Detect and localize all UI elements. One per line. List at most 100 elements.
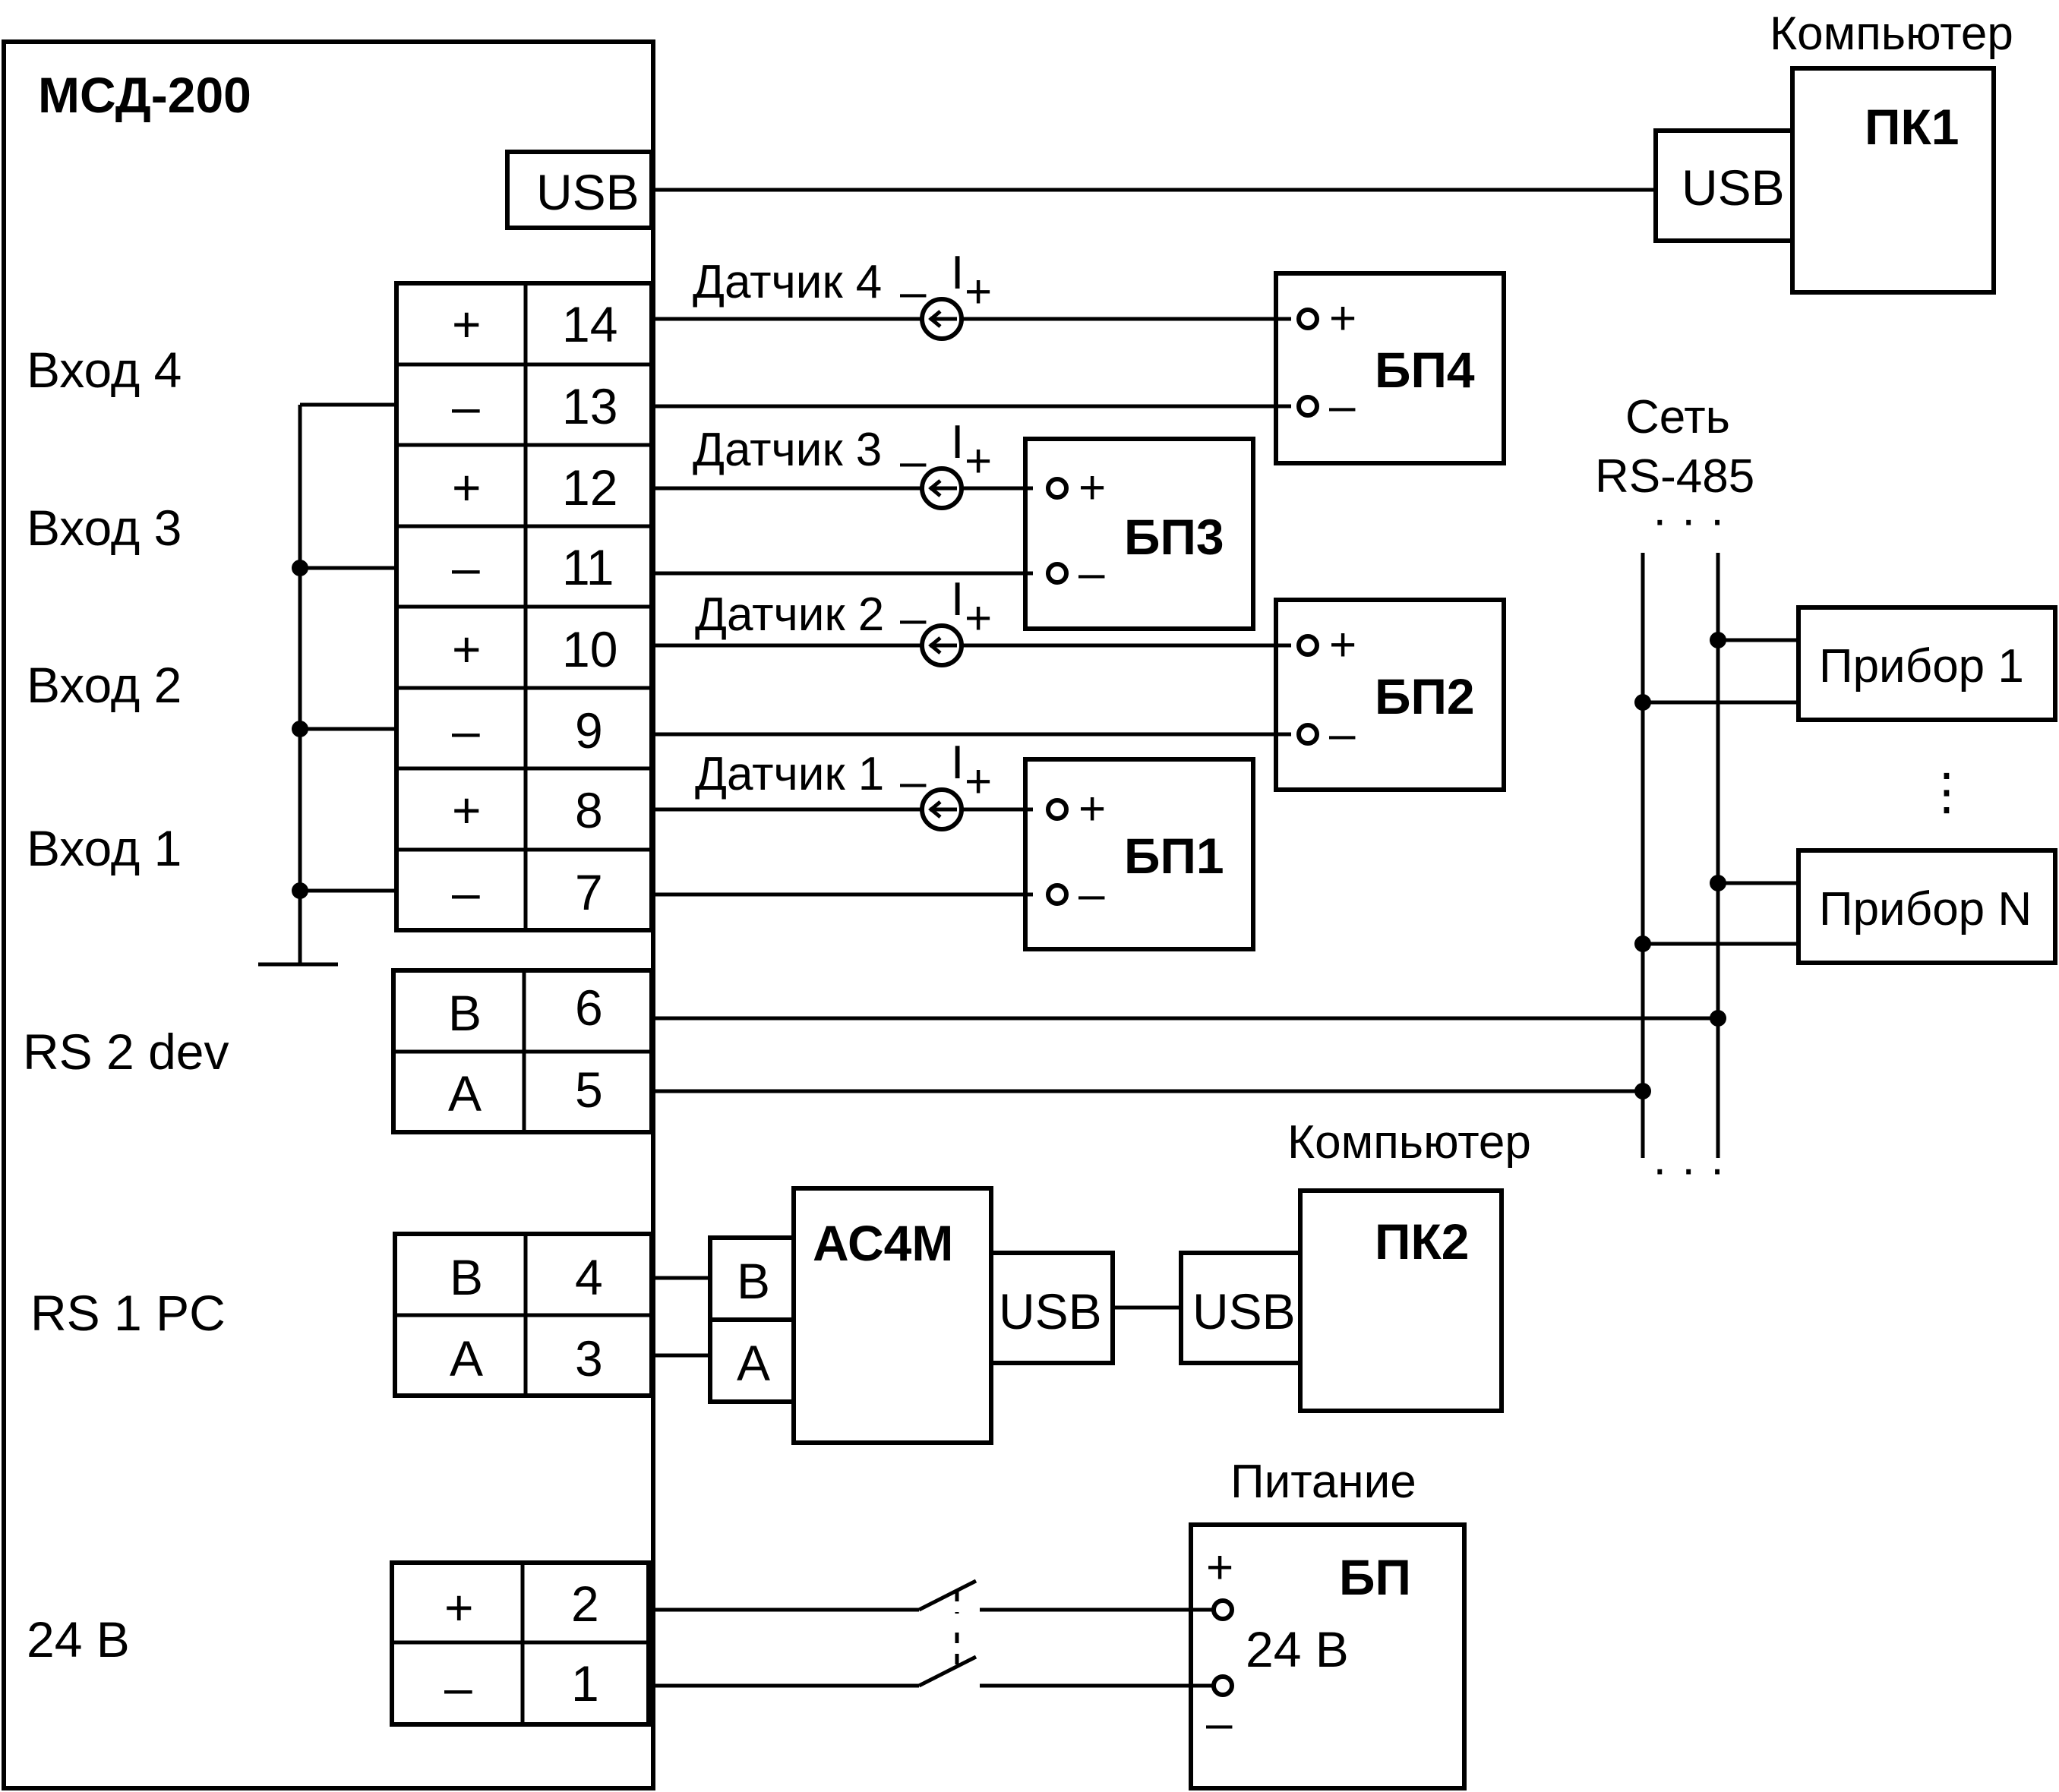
terminal-11: 11 bbox=[562, 539, 614, 595]
common-ground-bus bbox=[258, 402, 396, 967]
device-n-box bbox=[1796, 848, 2057, 965]
sensor-2-minus: – bbox=[900, 592, 927, 645]
pc1-title: ПК1 bbox=[1865, 99, 1959, 155]
bp1-minus: – bbox=[1078, 868, 1105, 920]
converter-b-label: B bbox=[737, 1253, 770, 1309]
bp2-box bbox=[1274, 598, 1506, 792]
mains-psu-plus: + bbox=[1206, 1541, 1233, 1594]
rs1-label: RS 1 PC bbox=[30, 1285, 226, 1341]
rs2-label: RS 2 dev bbox=[23, 1024, 229, 1080]
bp3-box bbox=[1023, 437, 1255, 631]
sensor-1-wiring bbox=[652, 787, 1033, 897]
bp4-plus: + bbox=[1329, 292, 1356, 345]
converter-title: АС4М bbox=[813, 1215, 953, 1271]
terminal-11-sign: – bbox=[452, 539, 480, 595]
terminal-7: 7 bbox=[575, 864, 603, 920]
pc1-usb-label: USB bbox=[1682, 159, 1785, 216]
sensor-2-label: Датчик 2 bbox=[695, 588, 884, 641]
network-label-line1: Сеть bbox=[1625, 391, 1730, 443]
terminal-2: 2 bbox=[571, 1576, 599, 1632]
bp4-minus-terminal bbox=[1296, 395, 1319, 418]
terminal-3-sign: A bbox=[450, 1330, 483, 1387]
terminal-8: 8 bbox=[575, 782, 603, 838]
sensor-4-wiring bbox=[652, 297, 1291, 409]
bp1-box bbox=[1023, 757, 1255, 951]
rs485-bus bbox=[652, 553, 1798, 1158]
terminal-12: 12 bbox=[562, 459, 617, 516]
sensor-1-symbol: I bbox=[951, 737, 964, 789]
converter-a-label: A bbox=[737, 1335, 770, 1391]
converter-a-port bbox=[708, 1317, 796, 1404]
bp3-plus-terminal bbox=[1046, 477, 1069, 500]
rs1-terminal-block bbox=[393, 1232, 654, 1398]
sensor-4-plus: + bbox=[965, 266, 992, 318]
input-2-label: Вход 2 bbox=[27, 657, 182, 713]
terminal-3: 3 bbox=[575, 1330, 603, 1387]
sensor-2-plus: + bbox=[965, 592, 992, 645]
bp3-title: БП3 bbox=[1124, 509, 1224, 565]
device-1-box bbox=[1796, 605, 2057, 722]
terminal-8-sign: + bbox=[452, 782, 482, 838]
sensor-1-label: Датчик 1 bbox=[695, 748, 884, 800]
bp1-title: БП1 bbox=[1124, 828, 1224, 884]
sensor-3-plus: + bbox=[965, 435, 992, 487]
sensor-1-plus: + bbox=[965, 756, 992, 808]
sensor-3-label: Датчик 3 bbox=[693, 424, 882, 476]
sensor-4-label: Датчик 4 bbox=[693, 256, 882, 308]
mains-psu-minus: – bbox=[1206, 1697, 1233, 1749]
terminal-6: 6 bbox=[575, 980, 603, 1036]
bp2-minus-terminal bbox=[1296, 723, 1319, 746]
bp2-minus: – bbox=[1329, 708, 1356, 760]
bp4-title: БП4 bbox=[1375, 342, 1475, 398]
power-switch bbox=[649, 1579, 1214, 1688]
bp4-box bbox=[1274, 271, 1506, 465]
sensor-3-wiring bbox=[652, 466, 1033, 576]
sensor-4-minus: – bbox=[900, 266, 927, 318]
bp2-plus-terminal bbox=[1296, 634, 1319, 657]
terminal-12-sign: + bbox=[452, 459, 482, 516]
terminal-1: 1 bbox=[571, 1655, 599, 1712]
terminal-14-sign: + bbox=[452, 296, 482, 352]
sensor-2-wiring bbox=[652, 623, 1291, 737]
bp1-plus: + bbox=[1078, 783, 1106, 835]
mains-minus-terminal bbox=[1211, 1674, 1234, 1697]
pc1-usb-port bbox=[1653, 128, 1795, 243]
input-4-label: Вход 4 bbox=[27, 342, 182, 398]
msd200-usb-label: USB bbox=[536, 164, 639, 220]
sensor-3-symbol: I bbox=[951, 416, 964, 469]
mains-psu-voltage: 24 В bbox=[1246, 1621, 1349, 1677]
network-label-line2: RS-485 bbox=[1595, 450, 1754, 503]
terminal-5: 5 bbox=[575, 1062, 603, 1118]
input-1-label: Вход 1 bbox=[27, 820, 182, 876]
mains-psu-title: БП bbox=[1339, 1549, 1411, 1605]
converter-usb-label: USB bbox=[999, 1283, 1102, 1339]
terminal-5-sign: A bbox=[448, 1065, 482, 1122]
bp3-minus: – bbox=[1078, 547, 1105, 599]
terminal-9: 9 bbox=[575, 702, 603, 759]
terminal-1-sign: – bbox=[444, 1659, 472, 1715]
terminal-13: 13 bbox=[562, 378, 617, 434]
sensor-4-symbol: I bbox=[951, 247, 964, 299]
power-terminal-block bbox=[390, 1560, 651, 1727]
terminal-7-sign: – bbox=[452, 864, 480, 920]
network-bottom-ellipsis: · · · bbox=[1652, 1143, 1725, 1195]
pc2-caption: Компьютер bbox=[1287, 1116, 1531, 1169]
terminal-4: 4 bbox=[575, 1249, 603, 1305]
power-input-label: 24 В bbox=[27, 1611, 130, 1667]
bp1-plus-terminal bbox=[1046, 798, 1069, 821]
sensor-3-minus: – bbox=[900, 435, 927, 487]
terminal-13-sign: – bbox=[452, 378, 480, 434]
mains-plus-terminal bbox=[1211, 1598, 1234, 1621]
bp3-plus: + bbox=[1078, 462, 1106, 514]
bp2-title: БП2 bbox=[1375, 668, 1475, 724]
bp1-minus-terminal bbox=[1046, 883, 1069, 906]
terminal-4-sign: B bbox=[450, 1249, 483, 1305]
pc2-title: ПК2 bbox=[1375, 1213, 1469, 1270]
pc2-usb-port bbox=[1179, 1251, 1303, 1365]
sensor-1-minus: – bbox=[900, 756, 927, 808]
bp4-minus: – bbox=[1329, 380, 1356, 432]
sensor-2-symbol: I bbox=[951, 573, 964, 626]
msd200-body bbox=[2, 39, 655, 1790]
msd200-title: МСД-200 bbox=[38, 67, 251, 123]
